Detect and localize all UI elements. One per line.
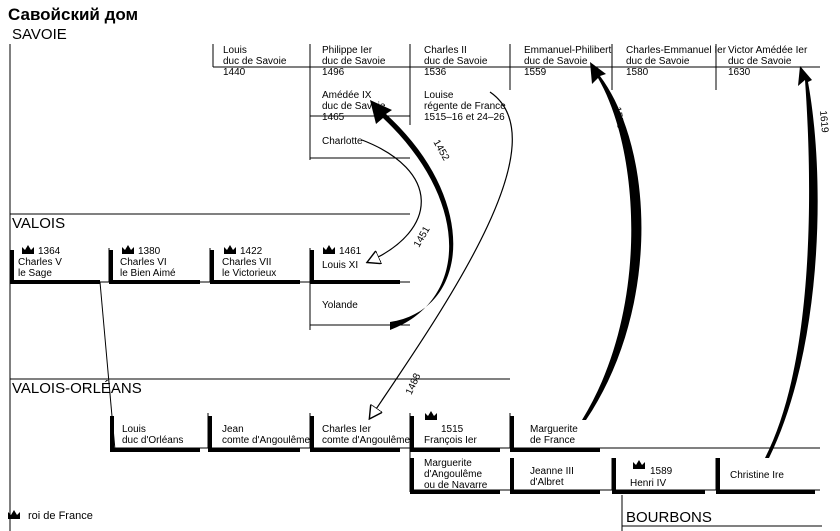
section-valois-orleans: VALOIS-ORLÉANS [12,380,142,397]
person-christine: Christine Ire [730,470,784,481]
person-henri-iv-name: Henri IV [630,478,667,489]
crown-icons [8,245,645,519]
person-charles-vi: 1380 [138,246,161,257]
section-bourbons: BOURBONS [626,509,712,526]
person-yolande: Yolande [322,300,358,311]
person-francois-i: 1515 [441,424,464,435]
person-charles-v: 1364 [38,246,61,257]
person-louis-xi-name: Louis XI [322,260,359,271]
section-valois: VALOIS [12,215,66,232]
person-francois-i-name: François Ier [424,435,477,446]
person-louis-xi: 1461 [339,246,362,257]
arrow-label-1619: 1619 [817,110,830,134]
legend-label: roi de France [28,510,93,522]
section-savoie: SAVOIE [12,26,67,43]
person-henri-iv: 1589 [650,466,673,477]
diagram-title: Савойский дом [8,5,139,24]
person-charles-vii: 1422 [240,246,263,257]
person-charlotte: Charlotte [322,136,363,147]
